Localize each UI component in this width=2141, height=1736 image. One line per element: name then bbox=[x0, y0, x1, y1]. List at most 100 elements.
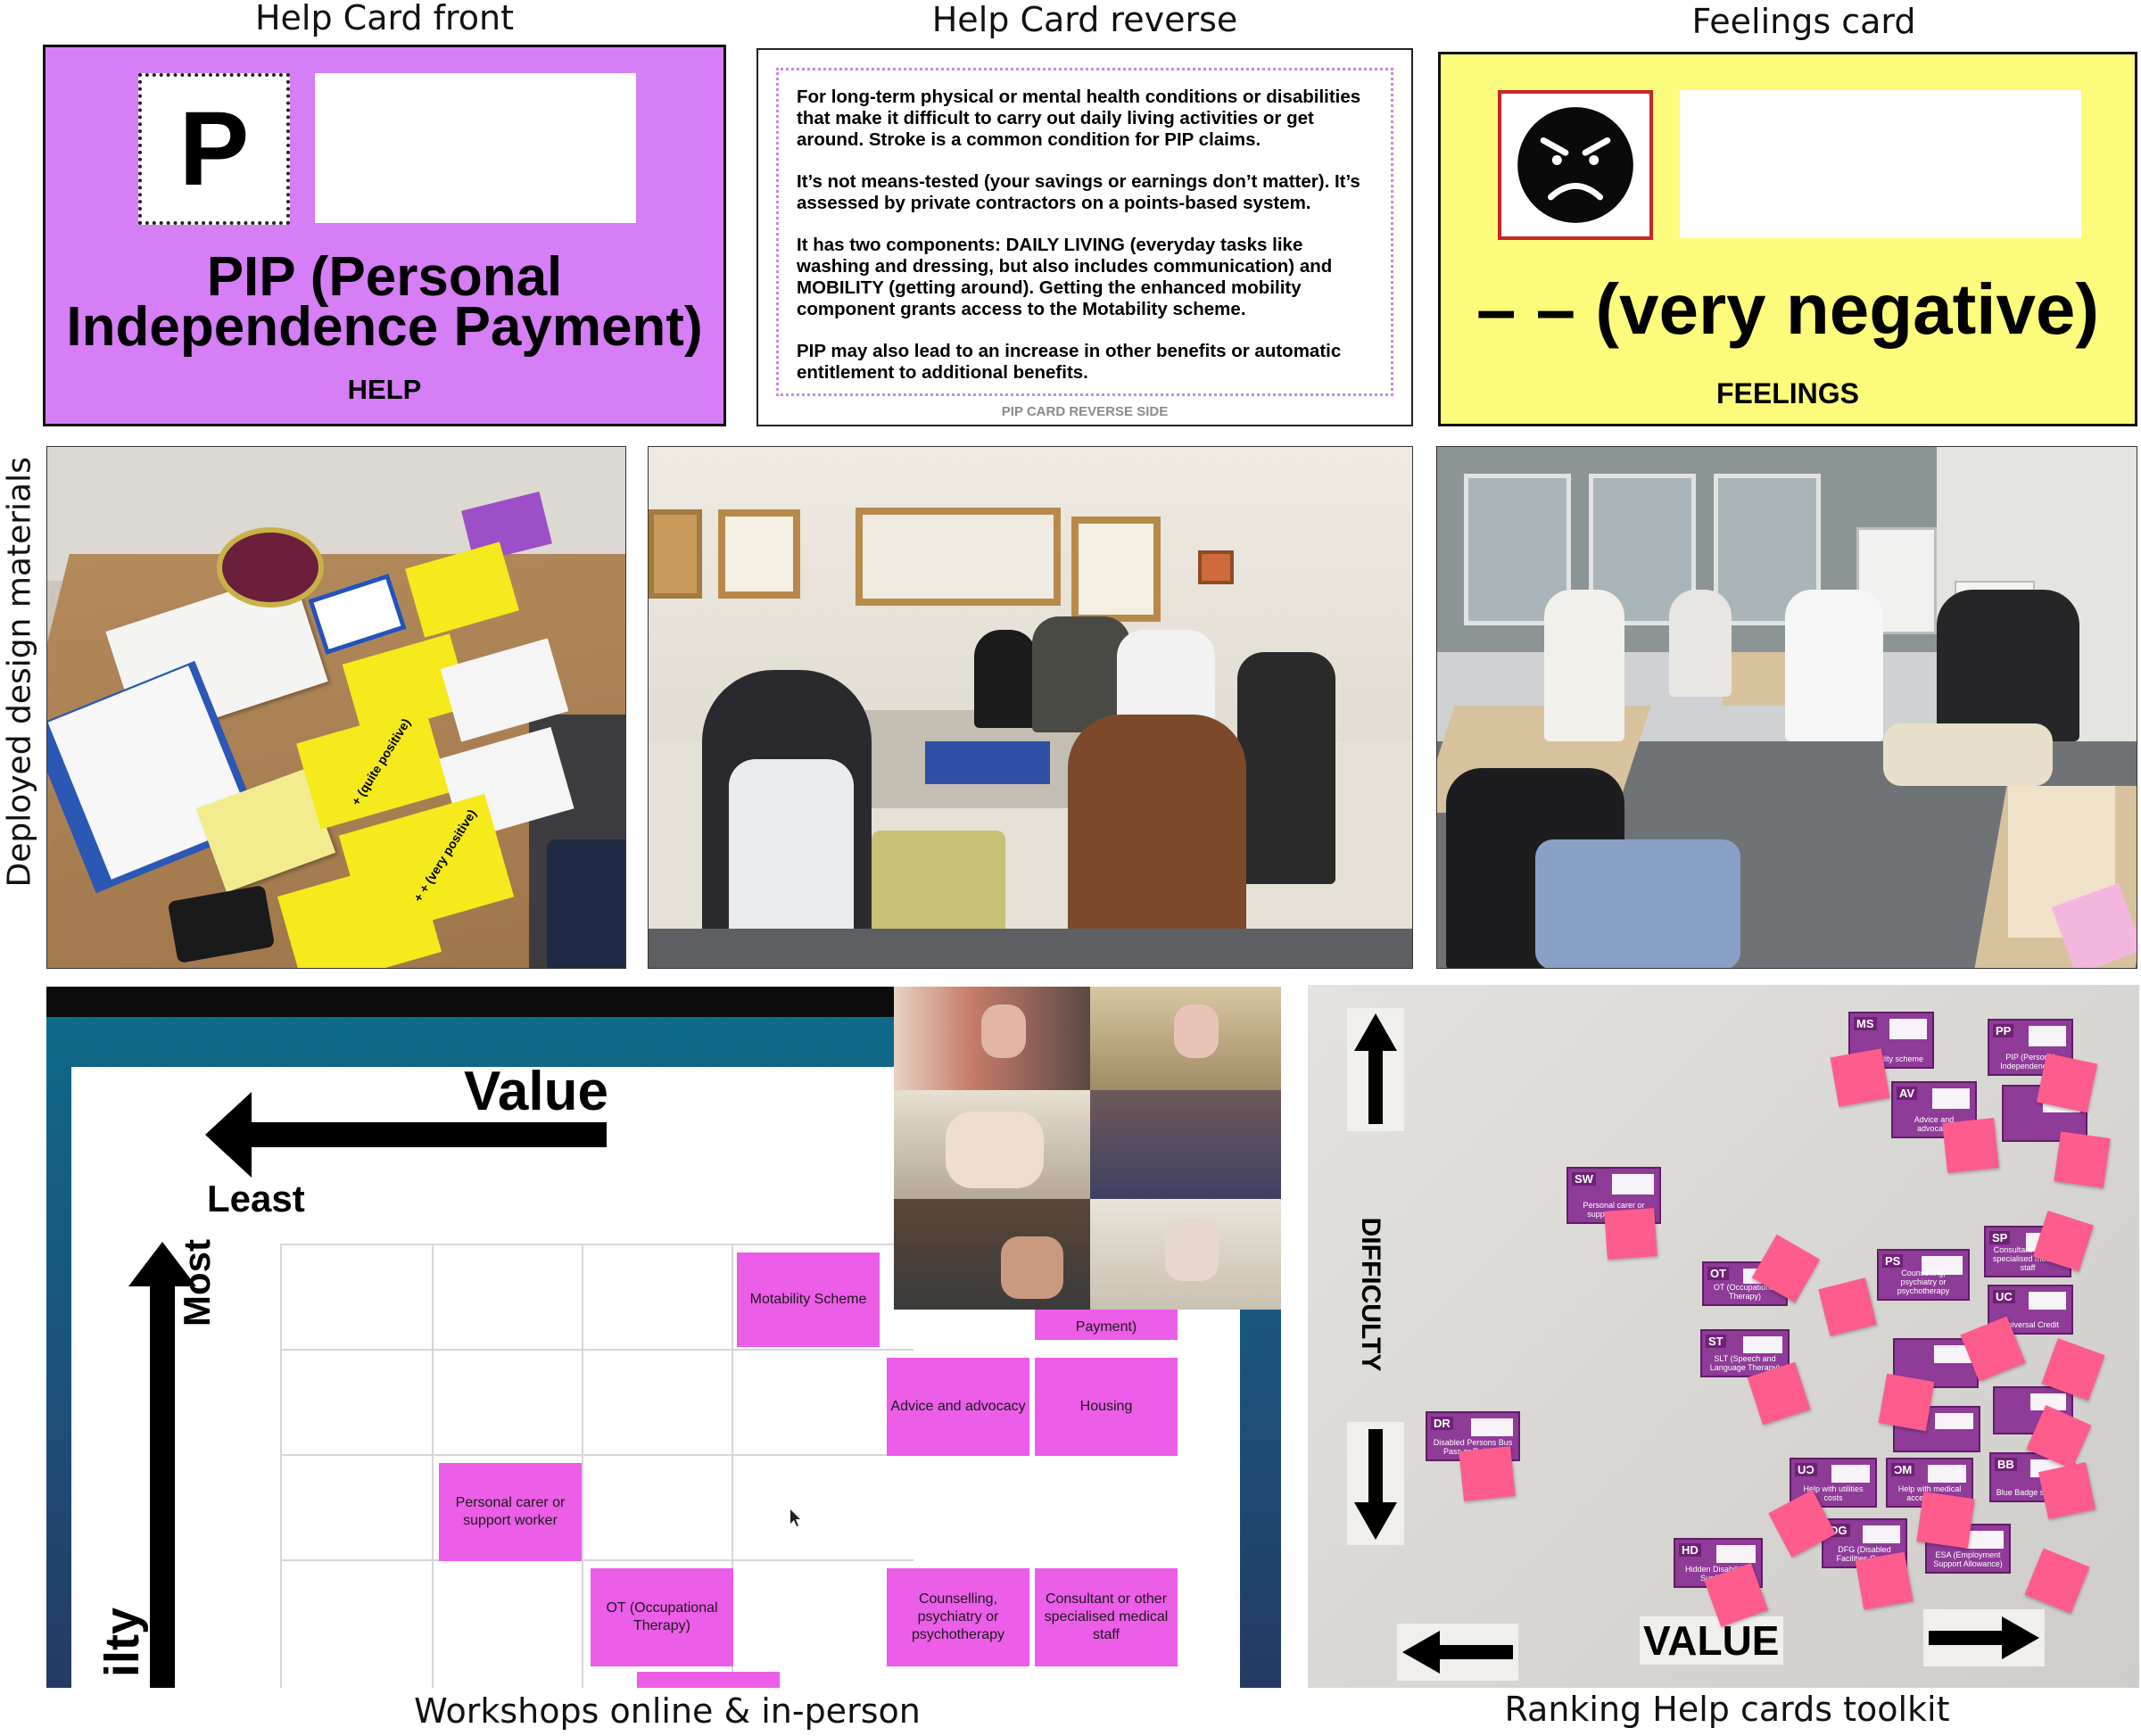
card-tag: BB bbox=[1995, 1458, 2017, 1471]
reverse-paragraph: It’s not means-tested (your savings or e… bbox=[797, 171, 1360, 213]
photo-deployed-materials: + (quite positive) + + (very positive) bbox=[46, 446, 626, 969]
card-blank-field bbox=[2028, 1026, 2066, 1046]
card-blank-field bbox=[1831, 1465, 1870, 1483]
difficulty-label: DIFFICULTY bbox=[1356, 1217, 1385, 1372]
participant-face-blurred bbox=[1001, 1236, 1063, 1299]
help-card-discount[interactable] bbox=[1893, 1406, 1980, 1452]
sticky-motability-scheme[interactable]: Motability Scheme bbox=[737, 1252, 880, 1347]
sticky-advice-and-advocacy[interactable]: Advice and advocacy bbox=[887, 1358, 1029, 1456]
pink-sticky-note[interactable] bbox=[1878, 1373, 1935, 1432]
caption-feelings-card: Feelings card bbox=[1691, 2, 1916, 41]
pink-sticky-note[interactable] bbox=[1830, 1048, 1890, 1107]
card-tag: PS bbox=[1882, 1254, 1904, 1268]
value-axis-end-least: Least bbox=[207, 1178, 305, 1219]
card-blank-field bbox=[2030, 1393, 2066, 1410]
participant bbox=[1937, 590, 2079, 741]
pink-sticky-note[interactable] bbox=[1818, 1277, 1877, 1336]
grid-line bbox=[432, 1244, 434, 1688]
difficulty-axis-end-most: Most bbox=[176, 1239, 218, 1327]
down-arrow-icon bbox=[1347, 1422, 1404, 1545]
card-tag: SW bbox=[1572, 1172, 1596, 1186]
angry-face-icon bbox=[1517, 107, 1633, 223]
framed-picture bbox=[649, 509, 702, 599]
card-blank-field bbox=[1742, 1336, 1782, 1353]
participant bbox=[1068, 715, 1246, 964]
value-label: VALUE bbox=[1640, 1616, 1783, 1665]
card-blank-field bbox=[1889, 1019, 1927, 1039]
difficulty-arrow bbox=[128, 1242, 196, 1688]
card-tag: UC bbox=[1993, 1290, 2015, 1303]
caption-ranking-toolkit: Ranking Help cards toolkit bbox=[1504, 1690, 1950, 1729]
reverse-paragraph: For long-term physical or mental health … bbox=[797, 87, 1361, 150]
help-card-front: P PIP (Personal Independence Payment) HE… bbox=[43, 45, 726, 426]
sticky-counselling[interactable]: Counselling, psychiatry or psychotherapy bbox=[887, 1568, 1029, 1666]
card-text: Blue Badge scheme bbox=[1996, 1488, 2069, 1497]
help-card-reverse-body: For long-term physical or mental health … bbox=[776, 68, 1393, 396]
card-blank-field bbox=[1471, 1418, 1513, 1436]
help-card-reverse: For long-term physical or mental health … bbox=[756, 48, 1413, 426]
grid-line bbox=[280, 1454, 913, 1456]
sticky-occupational-therapy[interactable]: OT (Occupational Therapy) bbox=[591, 1568, 733, 1666]
card-blank-field bbox=[1862, 1525, 1900, 1543]
help-card-title-line2: Independence Payment) bbox=[66, 296, 703, 358]
reverse-paragraph: It has two components: DAILY LIVING (eve… bbox=[797, 235, 1333, 319]
card-text: ESA (Employment Support Allowance) bbox=[1933, 1550, 2003, 1568]
card-text: Counselling, psychiatry or psychotherapy bbox=[1897, 1269, 1950, 1295]
pink-sticky-note[interactable] bbox=[1604, 1208, 1657, 1260]
help-card-title: PIP (Personal Independence Payment) bbox=[45, 246, 723, 358]
participant bbox=[1669, 590, 1732, 697]
right-arrow-icon bbox=[1923, 1609, 2045, 1666]
pink-sticky-note[interactable] bbox=[2054, 1131, 2111, 1188]
card-blank-field bbox=[1612, 1174, 1654, 1195]
participant bbox=[1032, 616, 1130, 732]
participant-face-blurred bbox=[1174, 1004, 1219, 1058]
card-tag: SP bbox=[1989, 1231, 2011, 1244]
caption-deployed-design-materials: Deployed design materials bbox=[1, 457, 38, 888]
pink-sticky-note[interactable] bbox=[2038, 1461, 2096, 1520]
sticky-partial[interactable] bbox=[637, 1672, 780, 1688]
grid-line bbox=[582, 1244, 583, 1688]
card-tag: UƆ bbox=[1795, 1463, 1817, 1476]
pink-sticky-note[interactable] bbox=[1916, 1492, 1975, 1549]
card-blank-field bbox=[1933, 1345, 1972, 1363]
photo-in-person-workshop-2 bbox=[1436, 446, 2137, 969]
card-blank-field bbox=[1715, 1545, 1756, 1563]
card-letter: P bbox=[178, 90, 250, 208]
sticky-consultant[interactable]: Consultant or other specialised medical … bbox=[1035, 1568, 1178, 1666]
help-card-pp[interactable]: PP PIP (Personal Independence...) bbox=[1988, 1019, 2073, 1076]
sticky-housing[interactable]: Housing bbox=[1035, 1358, 1178, 1456]
framed-picture bbox=[1071, 517, 1161, 622]
blue-poster bbox=[925, 741, 1050, 784]
pink-sticky-note[interactable] bbox=[2024, 1548, 2090, 1614]
caption-help-card-reverse: Help Card reverse bbox=[931, 0, 1238, 39]
grid-line bbox=[280, 1244, 913, 1245]
floor bbox=[649, 929, 1412, 968]
card-blank-field bbox=[1922, 1256, 1963, 1275]
pink-sticky-note[interactable] bbox=[1942, 1118, 1999, 1173]
chair bbox=[547, 839, 625, 968]
card-tag: PP bbox=[1993, 1024, 2014, 1037]
card-text: Consultant or other specialised medical … bbox=[1992, 1245, 2063, 1272]
participant-legs bbox=[1535, 839, 1740, 968]
sticky-personal-carer[interactable]: Personal carer or support worker bbox=[439, 1463, 582, 1561]
value-axis-label: Value bbox=[464, 1061, 608, 1122]
reverse-paragraph: PIP may also lead to an increase in othe… bbox=[797, 341, 1342, 383]
caption-help-card-front: Help Card front bbox=[254, 0, 515, 37]
pink-sticky-note[interactable] bbox=[2036, 1053, 2098, 1113]
card-text: PIP (Personal Independence...) bbox=[2000, 1053, 2061, 1071]
help-card-title-line1: PIP (Personal bbox=[206, 246, 563, 308]
grid-line bbox=[280, 1244, 282, 1688]
card-tag: AV bbox=[1897, 1087, 1918, 1100]
card-blank-field bbox=[1965, 1531, 2004, 1549]
pink-sticky-note[interactable] bbox=[1459, 1446, 1516, 1501]
caption-workshops: Workshops online & in-person bbox=[414, 1691, 921, 1731]
pink-sticky-note[interactable] bbox=[1855, 1551, 1914, 1610]
participant-face-blurred bbox=[946, 1112, 1044, 1188]
participant-legs bbox=[1883, 723, 2053, 786]
